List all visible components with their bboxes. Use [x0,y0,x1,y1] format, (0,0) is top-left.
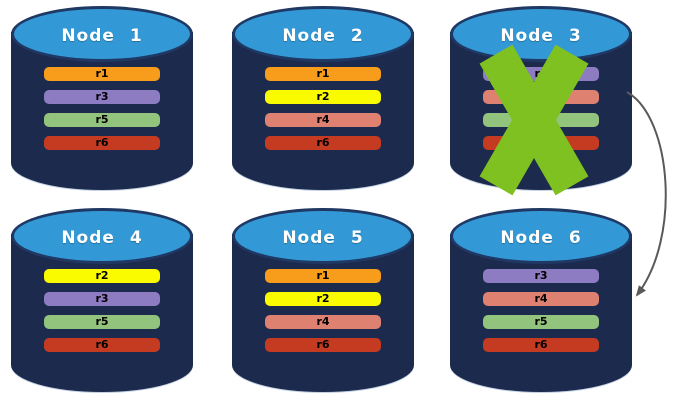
replica-bar: r3 [44,90,160,104]
replica-bar: r6 [483,338,599,352]
node-5-cylinder: Node 5 r1 r2 r4 r6 [232,208,414,392]
replica-bar: r4 [265,315,381,329]
replica-bar: r1 [44,67,160,81]
node-2-cylinder: Node 2 r1 r2 r4 r6 [232,6,414,190]
replica-bar: r1 [265,269,381,283]
replica-bar: r4 [265,113,381,127]
replica-bar: r6 [44,136,160,150]
replica-bar: r4 [483,90,599,104]
cylinder-top: Node 5 [232,208,414,264]
replica-bar: r2 [44,269,160,283]
cylinder-top: Node 2 [232,6,414,62]
replica-bar: r5 [44,113,160,127]
cylinder-top: Node 6 [450,208,632,264]
replica-bar: r1 [265,67,381,81]
replica-bar: r2 [265,292,381,306]
replica-bar: r3 [44,292,160,306]
replica-bar: r5 [483,315,599,329]
replica-bar: r5 [483,113,599,127]
node-4-cylinder: Node 4 r2 r3 r5 r6 [11,208,193,392]
cylinder-top: Node 3 [450,6,632,62]
node-6-cylinder: Node 6 r3 r4 r5 r6 [450,208,632,392]
node-label: Node 6 [500,227,582,248]
node-label: Node 4 [61,227,143,248]
replica-bar: r2 [265,90,381,104]
replica-bar: r3 [483,269,599,283]
cylinder-top: Node 4 [11,208,193,264]
node-3-cylinder: Node 3 r3 r4 r5 r6 [450,6,632,190]
replica-bar: r5 [44,315,160,329]
node-1-cylinder: Node 1 r1 r3 r5 r6 [11,6,193,190]
replica-bar: r6 [44,338,160,352]
cylinder-top: Node 1 [11,6,193,62]
node-label: Node 3 [500,25,582,46]
replica-bar: r6 [265,136,381,150]
replica-bar: r3 [483,67,599,81]
node-label: Node 2 [282,25,364,46]
replica-bar: r4 [483,292,599,306]
replica-bar: r6 [265,338,381,352]
replica-bar: r6 [483,136,599,150]
node-label: Node 1 [61,25,143,46]
node-label: Node 5 [282,227,364,248]
